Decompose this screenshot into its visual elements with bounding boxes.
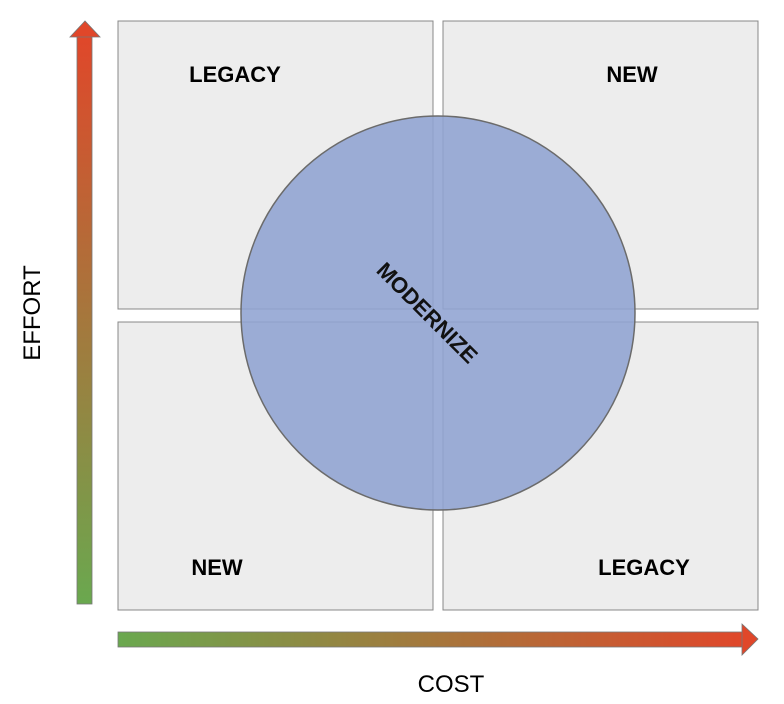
cost-axis-label: COST xyxy=(418,671,485,698)
quadrant-top-right-label: NEW xyxy=(606,62,658,87)
quadrant-top-left-label: LEGACY xyxy=(189,62,281,87)
modernize-circle xyxy=(240,115,636,511)
effort-axis-label: EFFORT xyxy=(19,265,46,361)
effort-arrow xyxy=(69,20,101,605)
quadrant-bottom-left-label: NEW xyxy=(191,555,243,580)
cost-arrow xyxy=(117,623,759,656)
quadrant-bottom-right-label: LEGACY xyxy=(598,555,690,580)
